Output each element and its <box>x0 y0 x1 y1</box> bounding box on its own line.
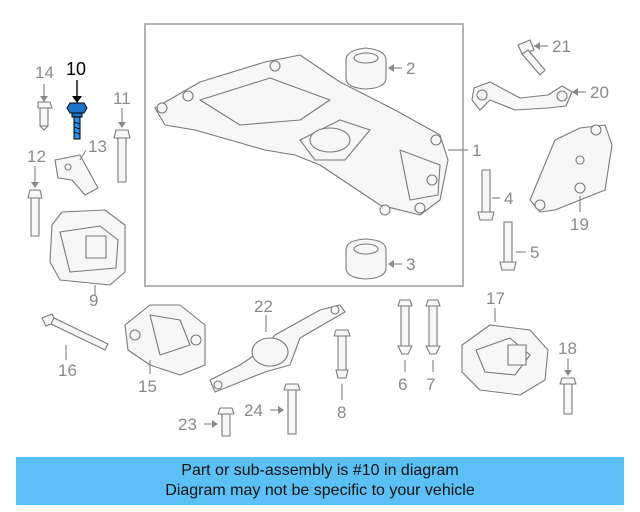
callout-19: 19 <box>570 215 589 234</box>
callout-3: 3 <box>406 255 415 274</box>
bolt-8 <box>333 329 351 400</box>
callout-22: 22 <box>254 297 273 316</box>
link-20 <box>471 81 586 111</box>
callout-24: 24 <box>244 401 263 420</box>
bolt-14 <box>37 84 53 131</box>
callout-2: 2 <box>406 59 415 78</box>
subframe-frame <box>144 23 464 287</box>
bolt-7 <box>425 299 441 372</box>
bolt-18 <box>559 358 577 415</box>
callout-1: 1 <box>472 141 481 160</box>
callout-11: 11 <box>113 89 131 108</box>
callout-20: 20 <box>590 83 609 102</box>
callout-16: 16 <box>58 361 77 380</box>
bracket-13 <box>54 149 99 196</box>
bolt-10-highlight[interactable] <box>66 80 88 140</box>
bolt-21 <box>517 39 548 76</box>
callout-6: 6 <box>398 375 407 394</box>
subframe <box>154 54 449 216</box>
callout-5: 5 <box>530 243 539 262</box>
bolt-24 <box>270 383 301 435</box>
bolt-5 <box>499 221 526 271</box>
callout-21: 21 <box>552 37 571 56</box>
bolt-23 <box>204 407 235 437</box>
bolt-4 <box>477 169 500 221</box>
callout-4: 4 <box>504 189 513 208</box>
engine-mount-9 <box>49 209 126 295</box>
callout-23: 23 <box>178 415 197 434</box>
callout-13: 13 <box>88 137 107 156</box>
bolt-6 <box>397 299 413 372</box>
bushing-upper <box>345 47 387 90</box>
torque-rod-22 <box>209 304 346 393</box>
bracket-19 <box>529 124 613 213</box>
callout-12: 12 <box>27 147 46 166</box>
callout-8: 8 <box>337 403 346 422</box>
bracket-15 <box>124 304 206 376</box>
callout-15: 15 <box>138 377 157 396</box>
callout-18: 18 <box>558 339 577 358</box>
callout-17: 17 <box>486 289 505 308</box>
callout-9: 9 <box>89 291 98 310</box>
bolt-11 <box>113 108 131 183</box>
banner-line-2: Diagram may not be specific to your vehi… <box>165 482 475 499</box>
bushing-lower <box>345 238 387 280</box>
callout-7: 7 <box>426 375 435 394</box>
engine-mount-17 <box>461 308 549 396</box>
banner-line-1: Part or sub-assembly is #10 in diagram <box>181 462 459 479</box>
bolt-12 <box>27 166 43 237</box>
callout-10[interactable]: 10 <box>66 59 86 79</box>
callout-14: 14 <box>35 63 54 82</box>
bolt-16 <box>41 313 109 360</box>
info-banner: Part or sub-assembly is #10 in diagram D… <box>16 457 624 505</box>
parts-diagram: 1 2 3 4 5 6 7 8 9 10 11 12 13 14 15 16 1… <box>27 23 613 437</box>
